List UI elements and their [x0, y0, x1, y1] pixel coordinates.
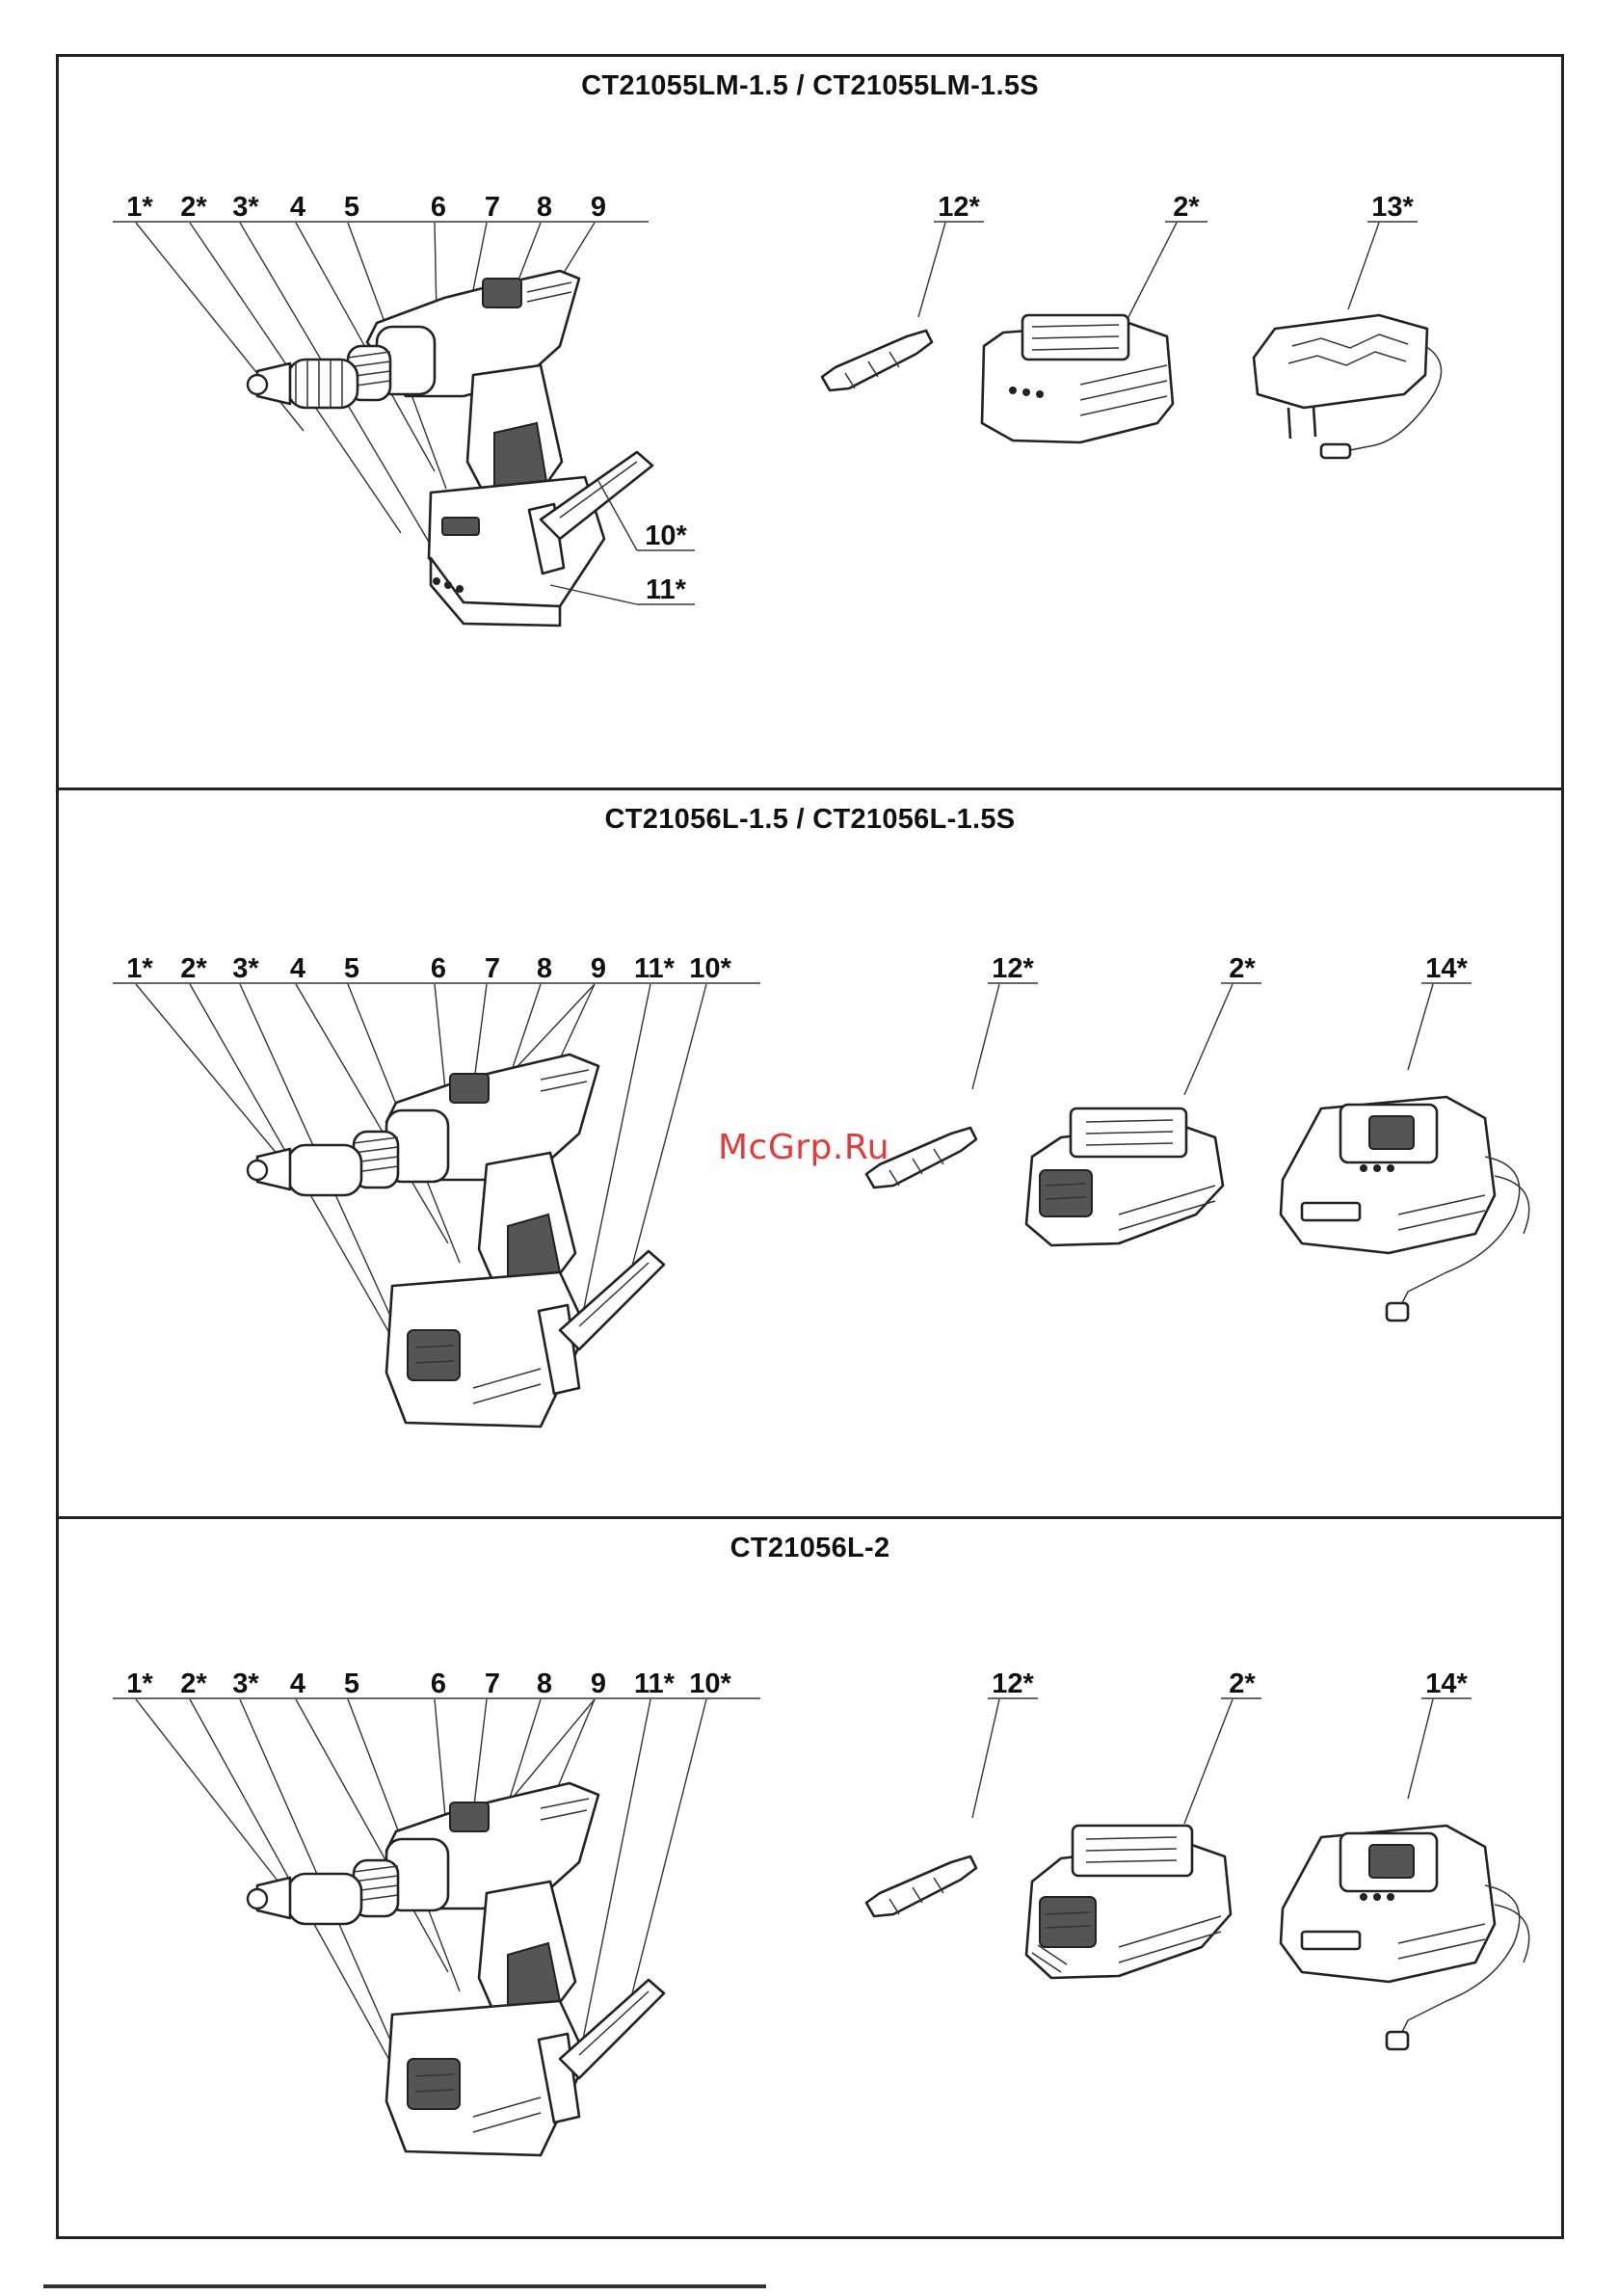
bottom-rule — [43, 2284, 766, 2288]
drill-icon — [248, 271, 652, 626]
callout-label: 2* — [1229, 1669, 1256, 1699]
battery-icon — [1026, 1826, 1231, 1978]
drill-icon — [248, 1783, 664, 2155]
callout-label: 14* — [1425, 953, 1468, 984]
callout-label: 12* — [992, 953, 1034, 984]
callout-label: 1* — [126, 1669, 153, 1699]
callout-label: 8 — [537, 192, 552, 223]
callout-label: 2* — [1173, 192, 1200, 223]
station-charger-icon — [1281, 1826, 1529, 2049]
callout-label: 6 — [431, 192, 446, 223]
callout-label: 3* — [232, 192, 259, 223]
callout-label: 1* — [126, 192, 153, 223]
panel-illustration: 1* 2* 3* 4 5 6 7 8 9 — [59, 57, 1561, 788]
battery-icon — [982, 315, 1173, 442]
callout-label: 5 — [344, 953, 359, 984]
callout-label: 2* — [180, 192, 207, 223]
callout-label: 9 — [591, 1669, 606, 1699]
callout-label: 9 — [591, 192, 606, 223]
callout-label: 8 — [537, 953, 552, 984]
callout-label: 13* — [1371, 192, 1414, 223]
panel-illustration: 1* 2* 3* 4 5 6 7 8 9 11* 10* — [59, 1519, 1561, 2239]
callout-label: 6 — [431, 1669, 446, 1699]
station-charger-icon — [1281, 1097, 1529, 1321]
adapter-charger-icon — [1254, 315, 1442, 458]
callout-label: 6 — [431, 953, 446, 984]
callout-label: 7 — [485, 953, 500, 984]
callout-label: 11* — [646, 574, 687, 605]
callout-label: 4 — [290, 192, 305, 223]
callout-label: 4 — [290, 1669, 305, 1699]
callout-label: 12* — [992, 1669, 1034, 1699]
callout-label: 14* — [1425, 1669, 1468, 1699]
watermark-text: McGrp.Ru — [718, 1128, 889, 1167]
callout-label: 5 — [344, 1669, 359, 1699]
bit-icon — [866, 1856, 976, 1916]
callout-label: 10* — [645, 521, 687, 551]
callout-label: 7 — [485, 1669, 500, 1699]
callout-label: 9 — [591, 953, 606, 984]
callout-label: 4 — [290, 953, 305, 984]
callout-label: 2* — [180, 953, 207, 984]
callout-label: 2* — [1229, 953, 1256, 984]
callout-label: 11* — [634, 1669, 676, 1699]
callout-label: 5 — [344, 192, 359, 223]
callout-label: 2* — [180, 1669, 207, 1699]
callout-label: 10* — [689, 953, 731, 984]
callout-label: 8 — [537, 1669, 552, 1699]
callout-label: 12* — [938, 192, 980, 223]
callout-label: 10* — [689, 1669, 731, 1699]
callout-label: 1* — [126, 953, 153, 984]
callout-label: 11* — [634, 953, 676, 984]
callout-label: 3* — [232, 953, 259, 984]
bit-icon — [822, 331, 932, 390]
callout-label: 7 — [485, 192, 500, 223]
drill-icon — [248, 1055, 664, 1427]
callout-label: 3* — [232, 1669, 259, 1699]
battery-icon — [1026, 1108, 1223, 1245]
